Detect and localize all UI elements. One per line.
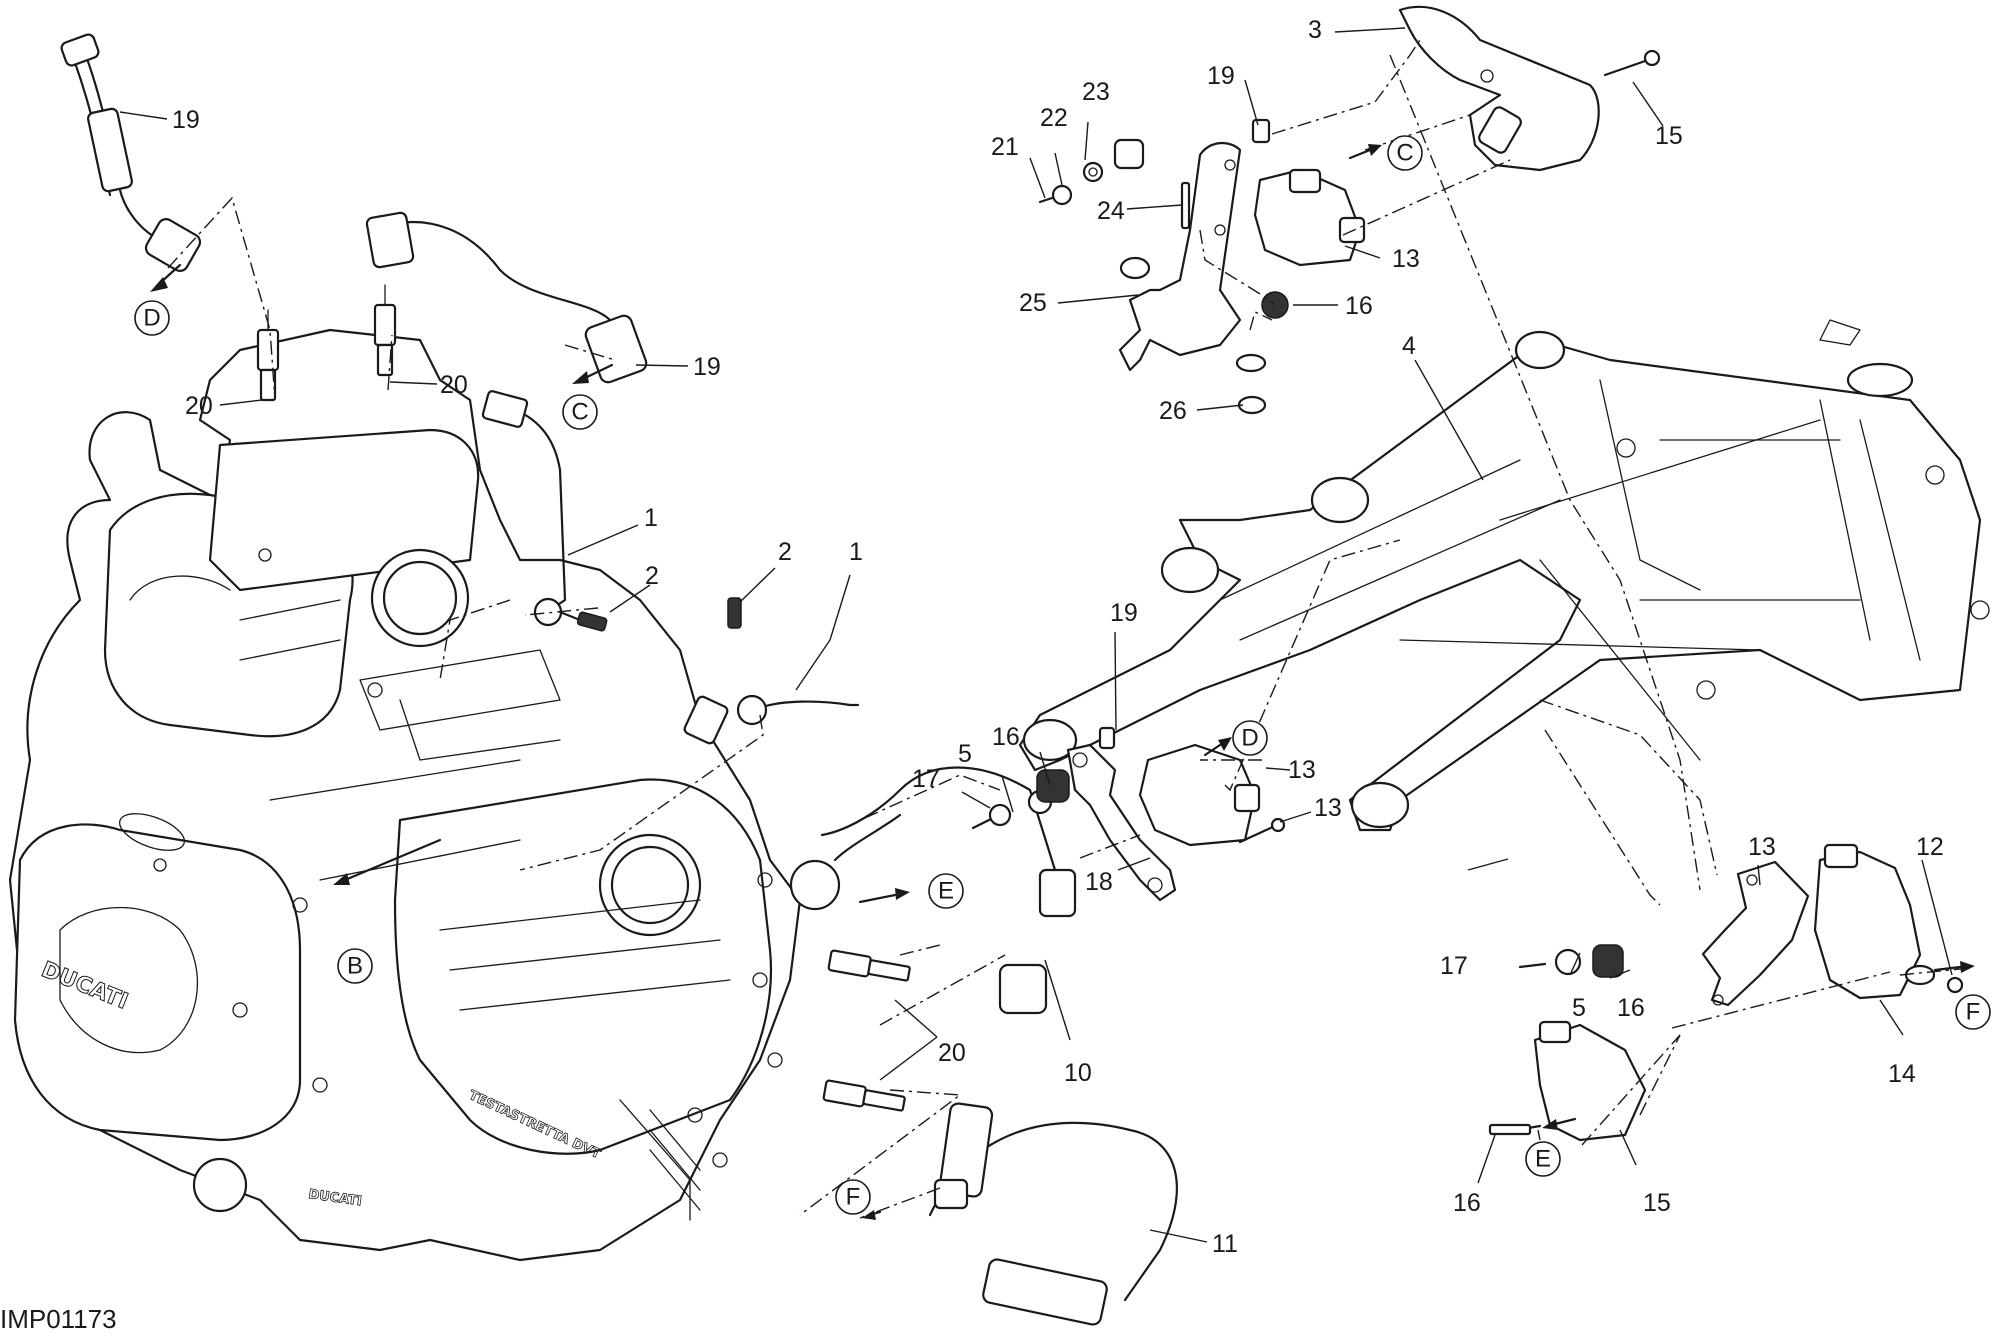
part-label-16-top: 16 [1345, 292, 1373, 320]
part-label-3: 3 [1308, 16, 1322, 44]
part-label-10: 12 [1916, 833, 1944, 861]
part-label-16-right: 16 [1617, 994, 1645, 1022]
spark-plugs [256, 284, 911, 1112]
part-label-9: 19 [172, 106, 200, 134]
part-label-13-right: 14 [1888, 1060, 1916, 1088]
upper-coil [1253, 168, 1366, 267]
spark-plug-cap-6 [789, 766, 1077, 1015]
reference-callouts: D C C D B E E F [134, 135, 1991, 1215]
callout-arrows [150, 144, 1975, 1220]
part-label-25: 25 [1019, 289, 1047, 317]
middle-coil [1138, 743, 1286, 847]
part-label-17-right: 17 [1440, 952, 1468, 980]
part-label-13-middle: 13 [1288, 756, 1316, 784]
frame-assembly [1018, 319, 1990, 832]
drawing-code: IMP01173 [0, 1304, 117, 1334]
callout-c-top: C [1387, 135, 1423, 171]
spark-plug-cap-8 [365, 211, 648, 384]
engine-assembly: DUCATI TESTASTRETTA DVT DUCATI [8, 328, 802, 1262]
part-label-18: 18 [1085, 868, 1113, 896]
callout-b: B [337, 948, 373, 984]
part-label-16-middle: 16 [992, 723, 1020, 751]
part-label-13-top: 13 [1392, 245, 1420, 273]
svg-text:E: E [938, 878, 954, 905]
pickup-sensor-upper [481, 390, 608, 632]
part-label-17-middle: 17 [912, 765, 940, 793]
svg-text:F: F [1966, 999, 1981, 1026]
part-label-26: 26 [1159, 397, 1187, 425]
middle-hardware [971, 726, 1116, 830]
part-label-22: 22 [1040, 104, 1068, 132]
part-label-2-left: 2 [645, 562, 659, 590]
part-label-19-top: 19 [1207, 62, 1235, 90]
part-label-11: 13 [1748, 833, 1776, 861]
part-label-19-middle: 19 [1110, 599, 1138, 627]
callout-c-left: C [562, 394, 598, 430]
spark-plug-cap-9 [60, 33, 202, 272]
part-label-12: 13 [1314, 794, 1342, 822]
svg-text:E: E [1535, 1146, 1551, 1173]
svg-text:F: F [846, 1184, 861, 1211]
callout-f-bottom: F [835, 1179, 871, 1215]
svg-text:C: C [1396, 140, 1413, 167]
callout-d-middle: D [1232, 720, 1268, 756]
part-label-8: 19 [693, 353, 721, 381]
part-number-labels: 19 20 20 19 1 2 2 1 17 5 16 19 13 13 18 … [172, 16, 1944, 1258]
part-label-7: 11 [1212, 1230, 1238, 1258]
upper-hardware [1038, 49, 1661, 415]
part-label-1-right: 1 [849, 538, 863, 566]
svg-text:D: D [1241, 725, 1258, 752]
callout-e-middle: E [928, 873, 964, 909]
assembly-construction-lines [167, 39, 1971, 1219]
svg-text:D: D [143, 305, 160, 332]
callout-d-top: D [134, 300, 170, 336]
part-label-20-top-right: 20 [440, 371, 468, 399]
part-label-1-left: 1 [644, 504, 658, 532]
part-label-15: 15 [1655, 122, 1683, 150]
part-label-4: 4 [1402, 332, 1416, 360]
part-label-13-bottom: 15 [1643, 1189, 1671, 1217]
part-label-5-middle: 5 [958, 740, 972, 768]
part-label-2-right: 2 [778, 538, 792, 566]
callout-e-bottom: E [1525, 1141, 1561, 1177]
leader-lines [119, 27, 1953, 1243]
part-label-24: 24 [1097, 197, 1125, 225]
svg-text:B: B [347, 953, 363, 980]
upper-guard-plate [1398, 5, 1600, 172]
svg-text:C: C [571, 399, 588, 426]
part-label-21: 21 [991, 133, 1019, 161]
part-label-20-top-left: 20 [185, 392, 213, 420]
part-label-23: 23 [1082, 78, 1110, 106]
part-label-5-right: 5 [1572, 994, 1586, 1022]
part-label-20-bottom: 20 [938, 1039, 966, 1067]
lower-right-coil-group [1488, 843, 1964, 1142]
part-label-14: 16 [1453, 1189, 1481, 1217]
pickup-sensor-lower [683, 597, 860, 745]
callout-f-right: F [1955, 994, 1991, 1030]
middle-coil-bracket [1066, 743, 1177, 902]
part-label-6: 10 [1064, 1059, 1092, 1087]
spark-plug-cap-7 [928, 1102, 1178, 1326]
upper-coil-bracket [1118, 142, 1242, 372]
